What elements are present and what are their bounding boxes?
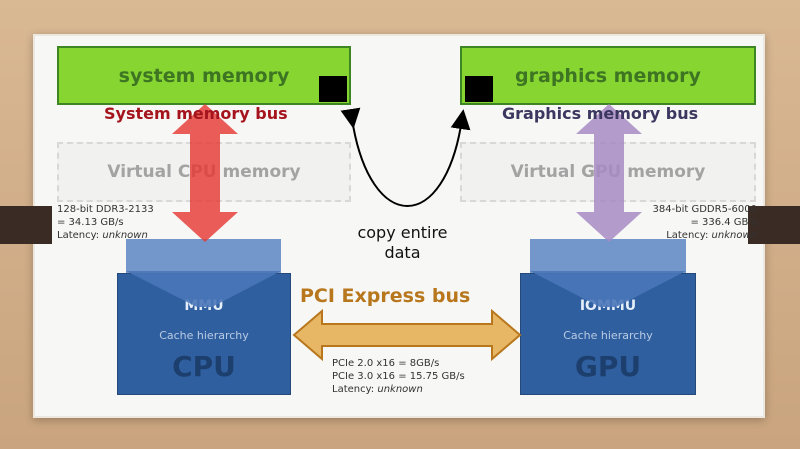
copy-label-line-1: copy entire: [357, 223, 448, 242]
gpu-cache-label: Cache hierarchy: [563, 329, 653, 342]
pci-spec-latency-value: unknown: [377, 384, 423, 395]
gpu-spec-line-2: = 336.4 GB/s: [690, 217, 757, 228]
pci-spec-line-2: PCIe 3.0 x16 = 15.75 GB/s: [332, 371, 465, 382]
gpu-spec-line-1: 384-bit GDDR5-6000: [652, 204, 757, 215]
system-memory-marker: [319, 76, 347, 102]
gpu-memory-spec: 384-bit GDDR5-6000 = 336.4 GB/s Latency:…: [645, 203, 757, 242]
graphics-memory-box: graphics memory: [460, 46, 756, 105]
system-memory-label: system memory: [118, 64, 290, 87]
cpu-spec-latency-value: unknown: [102, 230, 148, 241]
left-edge-tab: [0, 206, 52, 244]
gpu-spec-latency-label: Latency:: [666, 230, 709, 241]
system-memory-box: system memory: [57, 46, 351, 105]
gpu-spec-latency-value: unknown: [711, 230, 757, 241]
graphics-memory-bus-label: Graphics memory bus: [502, 104, 699, 123]
copy-data-curve: [340, 107, 471, 207]
graphics-memory-marker: [465, 76, 493, 102]
cpu-memory-spec: 128-bit DDR3-2133 = 34.13 GB/s Latency: …: [57, 203, 154, 242]
pci-express-bus-label: PCI Express bus: [300, 285, 471, 307]
copy-label-line-2: data: [384, 243, 421, 262]
gpu-label: GPU: [574, 350, 642, 383]
pci-spec: PCIe 2.0 x16 = 8GB/s PCIe 3.0 x16 = 15.7…: [332, 357, 465, 396]
pci-spec-line-1: PCIe 2.0 x16 = 8GB/s: [332, 358, 440, 369]
graphics-memory-bus-arrow: [576, 104, 642, 242]
cpu-cache-label: Cache hierarchy: [159, 329, 249, 342]
copy-entire-data-label: copy entire data: [340, 223, 465, 263]
cpu-funnel: [126, 239, 281, 307]
cpu-label: CPU: [172, 350, 236, 383]
cpu-spec-latency-label: Latency:: [57, 230, 100, 241]
system-memory-bus-label: System memory bus: [104, 104, 288, 123]
graphics-memory-label: graphics memory: [515, 64, 701, 87]
right-edge-tab: [748, 206, 800, 244]
system-memory-bus-arrow: [172, 104, 238, 242]
cpu-spec-line-1: 128-bit DDR3-2133: [57, 204, 154, 215]
pci-express-bus-arrow: [292, 309, 522, 361]
gpu-funnel: [530, 239, 686, 307]
cpu-spec-line-2: = 34.13 GB/s: [57, 217, 124, 228]
pci-spec-latency-label: Latency:: [332, 384, 375, 395]
